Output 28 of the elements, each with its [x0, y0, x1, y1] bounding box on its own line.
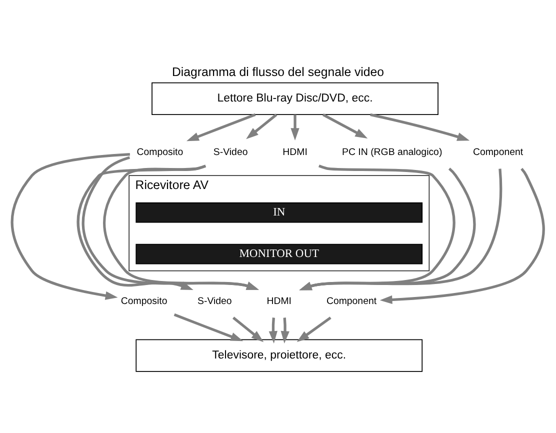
- arrow: [186, 112, 256, 141]
- node-text: S-Video: [213, 146, 248, 158]
- arrow: [246, 113, 278, 139]
- node-text: Component: [326, 296, 377, 307]
- arrow: [174, 312, 244, 341]
- arrow: [268, 317, 278, 343]
- diagram-title: Diagramma di flusso del segnale video: [172, 64, 384, 78]
- node-box: IN: [136, 202, 423, 222]
- arrow: [370, 112, 470, 140]
- arrow: [103, 164, 259, 290]
- node-box: Lettore Blu-ray Disc/DVD, ecc.: [152, 82, 438, 115]
- arrow: [82, 156, 259, 290]
- node-text: Component: [472, 146, 524, 158]
- node-box: Televisore, proiettore, ecc.: [136, 338, 423, 372]
- arrow: [280, 317, 290, 343]
- node-text: Composito: [136, 146, 184, 158]
- arrow: [232, 316, 264, 342]
- arrow: [322, 113, 368, 138]
- node-text: HDMI: [266, 296, 292, 307]
- arrow: [290, 114, 300, 140]
- arrow: [10, 152, 130, 300]
- node-text: HDMI: [282, 146, 308, 158]
- node-text: Composito: [120, 296, 168, 307]
- arrow: [380, 167, 545, 304]
- node-box: MONITOR OUT: [136, 243, 423, 264]
- node-text: S-Video: [198, 296, 232, 307]
- node-text: PC IN (RGB analogico): [342, 146, 442, 158]
- arrow: [296, 316, 332, 342]
